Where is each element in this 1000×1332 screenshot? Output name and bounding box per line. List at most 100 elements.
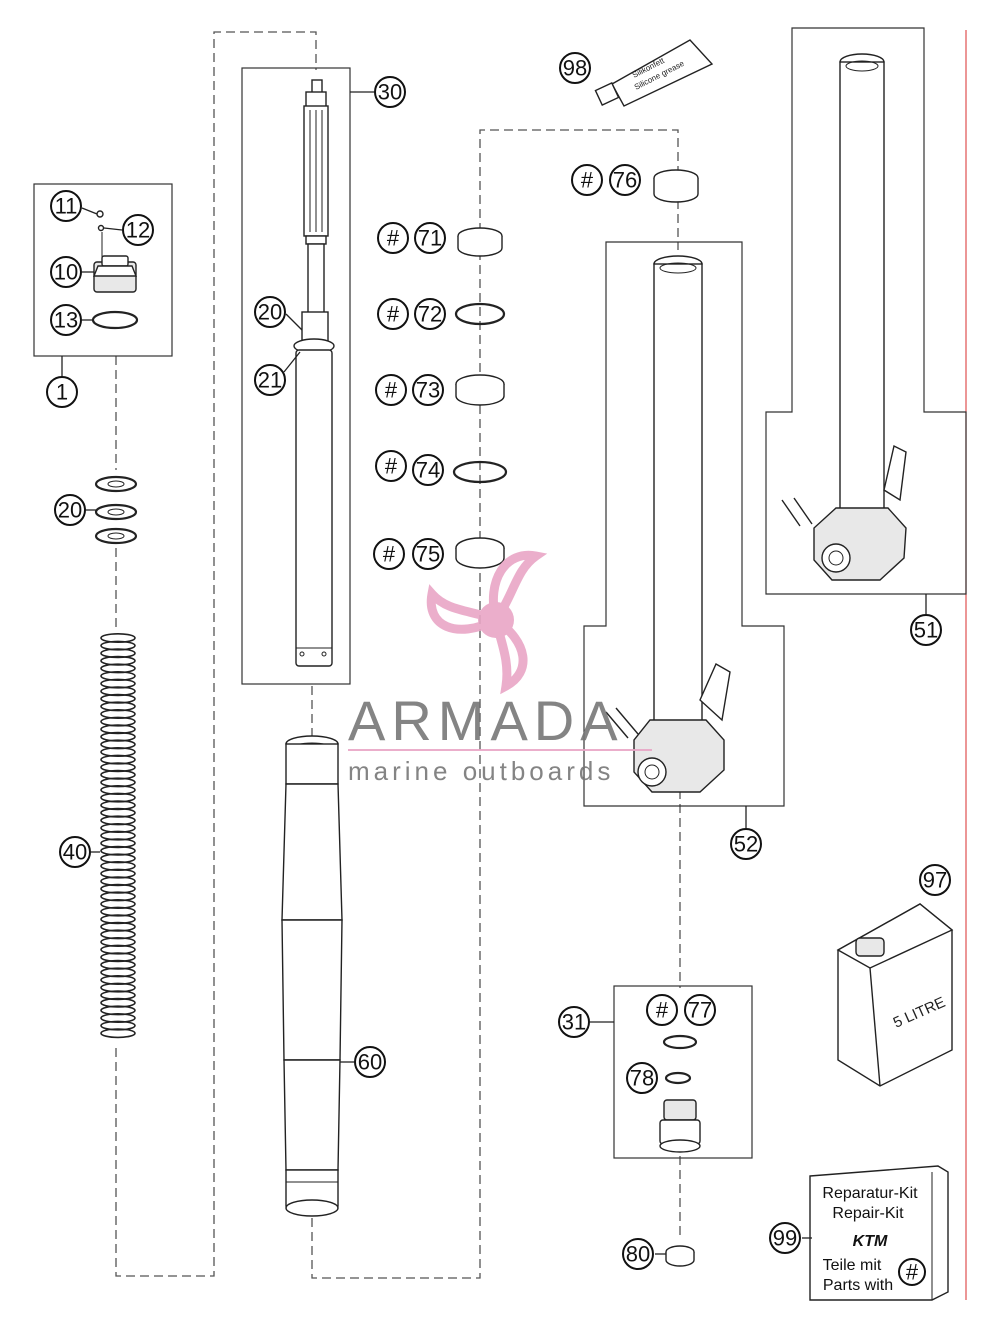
callout-98-circle	[559, 52, 591, 84]
callout-72-circle	[414, 298, 446, 330]
callout-74: 74	[416, 458, 440, 483]
callout-80: 80	[626, 1242, 650, 1267]
callout-73-circle	[412, 374, 444, 406]
spring-coil	[100, 929, 136, 940]
spring-coil	[100, 663, 136, 674]
propeller-logo	[426, 550, 548, 695]
callout-76: 76	[613, 168, 637, 193]
group-box-1	[33, 183, 173, 357]
armada-watermark: ARMADA marine outboards	[348, 550, 652, 786]
spring-coil	[100, 898, 136, 909]
callout-30-circle	[374, 76, 406, 108]
group-box-30	[241, 67, 351, 685]
callout-12: 12	[126, 218, 150, 243]
assembly-lines	[115, 31, 681, 1279]
spring-coil	[100, 876, 136, 887]
callout-60-circle	[354, 1046, 386, 1078]
hash-76-circle	[571, 164, 603, 196]
callout-31-circle	[558, 1006, 590, 1038]
inner-tube-51	[781, 53, 907, 581]
callout-20b-circle	[254, 296, 286, 328]
kit-line1: Reparatur-Kit	[822, 1185, 918, 1202]
callout-20b: 20	[258, 300, 282, 325]
callout-52: 52	[734, 832, 758, 857]
spring-coil	[100, 708, 136, 719]
callout-98: 98	[563, 56, 587, 81]
repair-kit-box: Reparatur-Kit Repair-Kit KTM Teile mit P…	[809, 1165, 949, 1301]
hash-77: #	[656, 998, 669, 1023]
callout-75: 75	[416, 542, 440, 567]
callout-78: 78	[630, 1066, 654, 1091]
spring-coil	[100, 739, 136, 750]
silicone-grease-tube: Silikonfett Silicone grease	[594, 39, 714, 107]
spring-coil	[100, 990, 136, 1001]
spring-coil	[100, 800, 136, 811]
spring-coil	[100, 1005, 136, 1016]
callout-74-circle	[412, 454, 444, 486]
hash-74: #	[385, 454, 398, 479]
spring-coil	[100, 701, 136, 712]
spring-coil	[100, 838, 136, 849]
hash-73-circle	[375, 374, 407, 406]
callout-31: 31	[562, 1010, 586, 1035]
spring-coil	[100, 914, 136, 925]
callout-99-circle	[769, 1222, 801, 1254]
spring-coil	[100, 724, 136, 735]
callout-60: 60	[358, 1050, 382, 1075]
callout-21: 21	[258, 368, 282, 393]
callout-77-circle	[684, 994, 716, 1026]
hash-72: #	[387, 302, 400, 327]
kit-line3: Teile mit	[823, 1257, 882, 1274]
callout-71: 71	[418, 226, 442, 251]
hash-77-circle	[646, 994, 678, 1026]
callout-97: 97	[923, 868, 947, 893]
callout-20a: 20	[58, 498, 82, 523]
spring-coil	[100, 746, 136, 757]
hash-71: #	[387, 226, 400, 251]
hash-76: #	[581, 168, 594, 193]
callout-76-circle	[609, 164, 641, 196]
bushing-76	[653, 169, 699, 203]
spring-coil	[100, 974, 136, 985]
kit-line4: Parts with	[823, 1277, 893, 1294]
spring-coil	[100, 670, 136, 681]
watermark-subtitle: marine outboards	[348, 756, 614, 786]
callout-51-circle	[910, 614, 942, 646]
callout-1-circle	[46, 376, 78, 408]
spring-coil	[100, 648, 136, 659]
hash-71-circle	[377, 222, 409, 254]
spring-coil	[100, 1028, 136, 1039]
callout-13: 13	[54, 308, 78, 333]
hash-74-circle	[375, 450, 407, 482]
spring-coil	[100, 967, 136, 978]
callout-51: 51	[914, 618, 938, 643]
callout-40: 40	[63, 840, 87, 865]
hash-75-circle	[373, 538, 405, 570]
callout-97-circle	[919, 864, 951, 896]
callout-10: 10	[54, 260, 78, 285]
hash-73: #	[385, 378, 398, 403]
kit-hash-mark: #	[906, 1260, 919, 1285]
callout-40-circle	[59, 836, 91, 868]
spring-coil	[100, 762, 136, 773]
callout-80-circle	[622, 1238, 654, 1270]
callout-71-circle	[414, 222, 446, 254]
fork-spring	[100, 632, 136, 1039]
callout-21-circle	[254, 364, 286, 396]
bushing-80	[665, 1245, 695, 1267]
callout-75-circle	[412, 538, 444, 570]
spring-coil	[100, 853, 136, 864]
callout-12-circle	[122, 214, 154, 246]
spring-coil	[100, 686, 136, 697]
bushings-seals	[452, 227, 508, 569]
watermark-title: ARMADA	[348, 689, 624, 752]
kit-line2: Repair-Kit	[832, 1205, 904, 1222]
callout-20a-circle	[54, 494, 86, 526]
spring-coil	[100, 777, 136, 788]
spring-coil	[100, 936, 136, 947]
hash-72-circle	[377, 298, 409, 330]
leader-lines	[61, 91, 927, 1255]
outer-fork-tube	[281, 735, 343, 1217]
spring-coil	[100, 860, 136, 871]
